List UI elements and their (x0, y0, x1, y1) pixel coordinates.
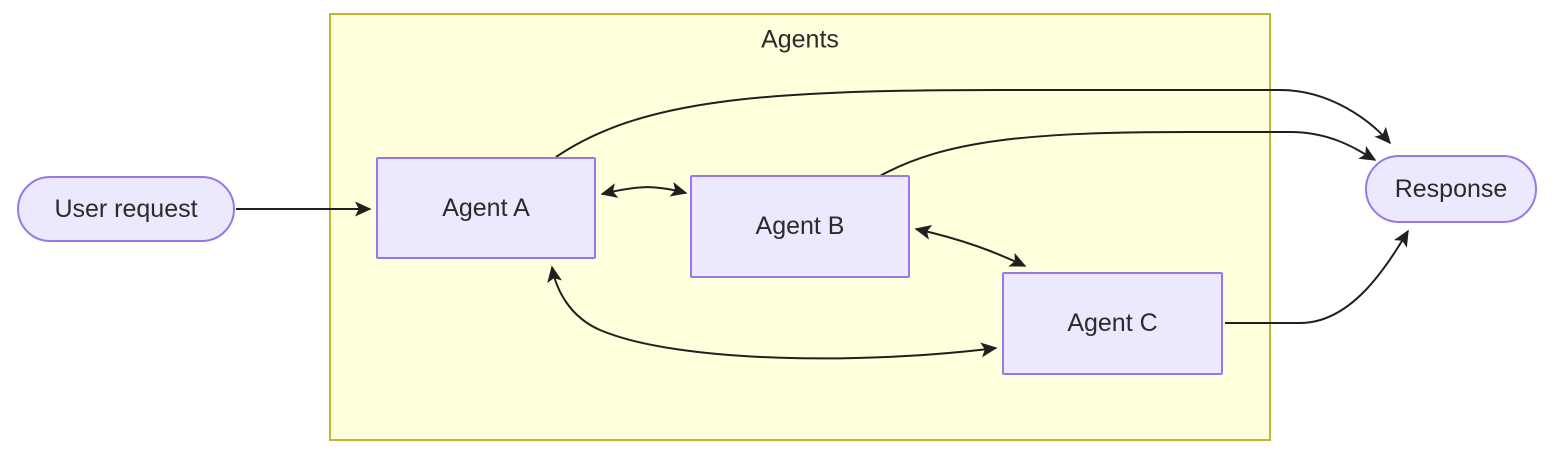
node-agent-c[interactable]: Agent C (1002, 272, 1223, 375)
node-label-agent-b: Agent B (755, 212, 845, 240)
node-label-agent-a: Agent A (442, 193, 530, 222)
node-label-response: Response (1394, 174, 1508, 203)
node-label-user-request: User request (54, 194, 198, 223)
node-response[interactable]: Response (1365, 155, 1537, 223)
node-agent-b[interactable]: Agent B (690, 175, 910, 278)
node-user-request[interactable]: User request (17, 176, 235, 242)
node-label-agent-c: Agent C (1067, 309, 1158, 337)
node-agent-a[interactable]: Agent A (376, 157, 596, 259)
cluster-agents-label: Agents (761, 25, 839, 54)
